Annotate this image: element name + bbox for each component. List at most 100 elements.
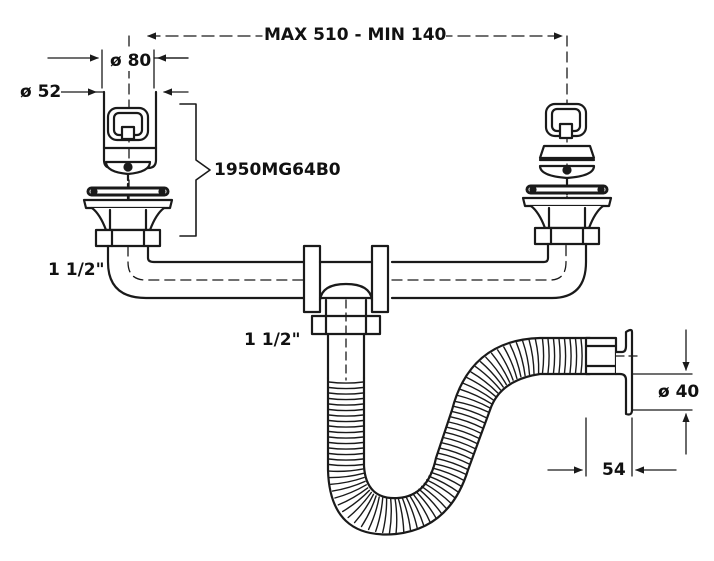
hose-rib	[528, 339, 535, 375]
hose-rib	[459, 388, 492, 405]
hose-rib	[485, 356, 507, 386]
hose-rib	[490, 352, 511, 383]
hose-rib	[328, 414, 364, 417]
hose-rib	[455, 400, 489, 413]
dia80-dimension	[47, 49, 189, 89]
hose-rib	[428, 475, 460, 494]
hose-rib	[412, 493, 432, 524]
hose-rib	[408, 494, 425, 527]
hose-rib	[328, 392, 364, 395]
hose-rib	[430, 471, 463, 488]
hose-rib	[347, 491, 372, 519]
hose-rib	[479, 361, 504, 388]
hose-rib	[328, 452, 364, 456]
hose-rib	[418, 488, 443, 515]
hose-rib	[329, 472, 365, 479]
outlet-fitting	[584, 328, 641, 416]
hose-rib	[353, 493, 375, 524]
hose-rib	[437, 452, 471, 466]
hose-rib	[558, 338, 561, 374]
hose-rib	[552, 338, 556, 374]
thread-left-label: 1 1/2"	[48, 260, 105, 280]
hose-rib	[328, 468, 364, 473]
dia52-label: ø 52	[20, 82, 62, 102]
dia40-label: ø 40	[658, 382, 700, 402]
spacing-label: MAX 510 - MIN 140	[264, 25, 447, 45]
hose-rib	[388, 498, 392, 534]
hose-rib	[547, 338, 550, 374]
hose-rib	[569, 338, 572, 374]
hose-rib	[451, 410, 486, 424]
hose-rib	[440, 442, 475, 455]
connecting-pipe	[106, 242, 588, 300]
hose-rib	[534, 338, 540, 374]
hose-rib	[421, 485, 448, 510]
hose-rib	[444, 431, 478, 445]
hose-rib	[448, 421, 482, 434]
hose-rib	[541, 338, 545, 374]
hose-rib	[328, 403, 364, 406]
hose-rib	[328, 463, 364, 467]
hose-rib	[328, 381, 364, 384]
hose-rib	[423, 482, 453, 505]
hose-rib	[328, 419, 364, 423]
tee-fitting	[302, 244, 390, 381]
hose-rib	[574, 338, 578, 374]
length54-label: 54	[602, 460, 626, 480]
hose-rib	[426, 479, 457, 499]
dia80-label: ø 80	[110, 51, 152, 71]
hose-rib	[328, 447, 364, 450]
hose-rib	[509, 343, 522, 378]
hose-rib	[328, 441, 364, 445]
hose-rib	[503, 346, 518, 380]
hose-rib	[522, 340, 531, 376]
hose-rib	[457, 394, 491, 409]
hose-rib	[334, 484, 367, 499]
hose-ribs	[328, 338, 589, 534]
hose-rib	[367, 496, 380, 531]
hose-rib	[382, 498, 388, 534]
hose-rib	[375, 497, 384, 532]
hose-rib	[470, 371, 499, 394]
hose-rib	[462, 382, 494, 401]
hose-rib	[496, 349, 514, 381]
hose-rib	[331, 480, 366, 492]
spacing-dimension	[128, 32, 568, 241]
hose-rib	[453, 405, 487, 419]
right-strainer	[521, 102, 613, 246]
hose-rib	[433, 463, 468, 476]
part-bracket	[179, 103, 211, 237]
hose-rib	[563, 338, 567, 374]
hose-rib	[580, 338, 583, 374]
hose-rib	[328, 430, 364, 434]
hose-rib	[474, 365, 502, 391]
hose-rib	[328, 425, 364, 428]
hose-rib	[394, 498, 398, 534]
thread-center-label: 1 1/2"	[244, 330, 301, 350]
hose-rib	[337, 487, 369, 506]
hose-rib	[438, 447, 473, 460]
hose-rib	[328, 458, 364, 461]
hose-rib	[328, 408, 364, 412]
left-strainer	[82, 90, 174, 248]
hose-rib	[515, 342, 526, 377]
hose-rib	[397, 498, 405, 533]
hose-rib	[401, 497, 412, 532]
hose-rib	[442, 436, 477, 450]
hose-rib	[415, 490, 438, 520]
hose-rib	[446, 426, 480, 440]
dia40-dimension	[631, 329, 693, 455]
hose-rib	[330, 476, 365, 485]
hose-rib	[328, 436, 364, 439]
hose-rib	[360, 495, 377, 528]
hose-rib	[466, 376, 497, 397]
part-number-label: 1950MG64B0	[214, 160, 341, 180]
hose-rib	[342, 489, 371, 513]
hose-rib	[449, 416, 484, 429]
length54-dimension	[547, 417, 677, 477]
hose-rib	[405, 496, 419, 530]
hose-rib	[435, 457, 469, 471]
hose-rib	[328, 397, 364, 401]
